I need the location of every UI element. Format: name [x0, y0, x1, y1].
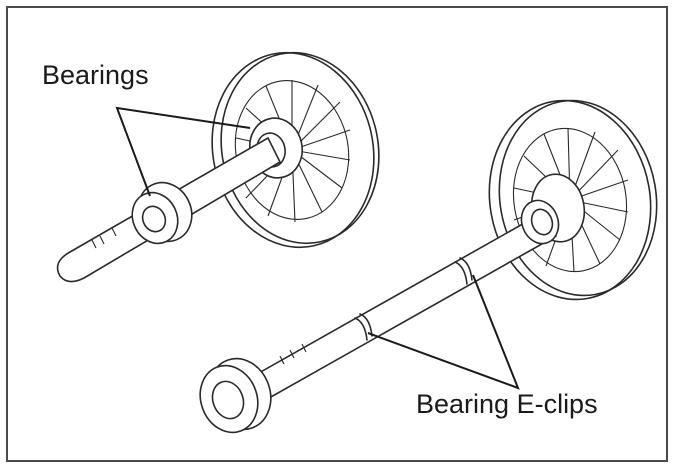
left-shaft-assembly: [56, 51, 380, 283]
right-end-bearing: [199, 357, 272, 434]
bearings-label: Bearings: [42, 60, 149, 90]
bearings-leaders: [115, 106, 251, 197]
bearing-e-clips-label: Bearing E-clips: [416, 389, 598, 419]
e-clips-leaders: [367, 274, 520, 390]
left-shaft-bearing: [131, 181, 193, 245]
right-hub-bearing: [520, 199, 560, 245]
left-pulley-wheel: [211, 51, 380, 249]
right-shaft-assembly: [199, 99, 658, 434]
right-pulley-wheel: [488, 99, 658, 301]
